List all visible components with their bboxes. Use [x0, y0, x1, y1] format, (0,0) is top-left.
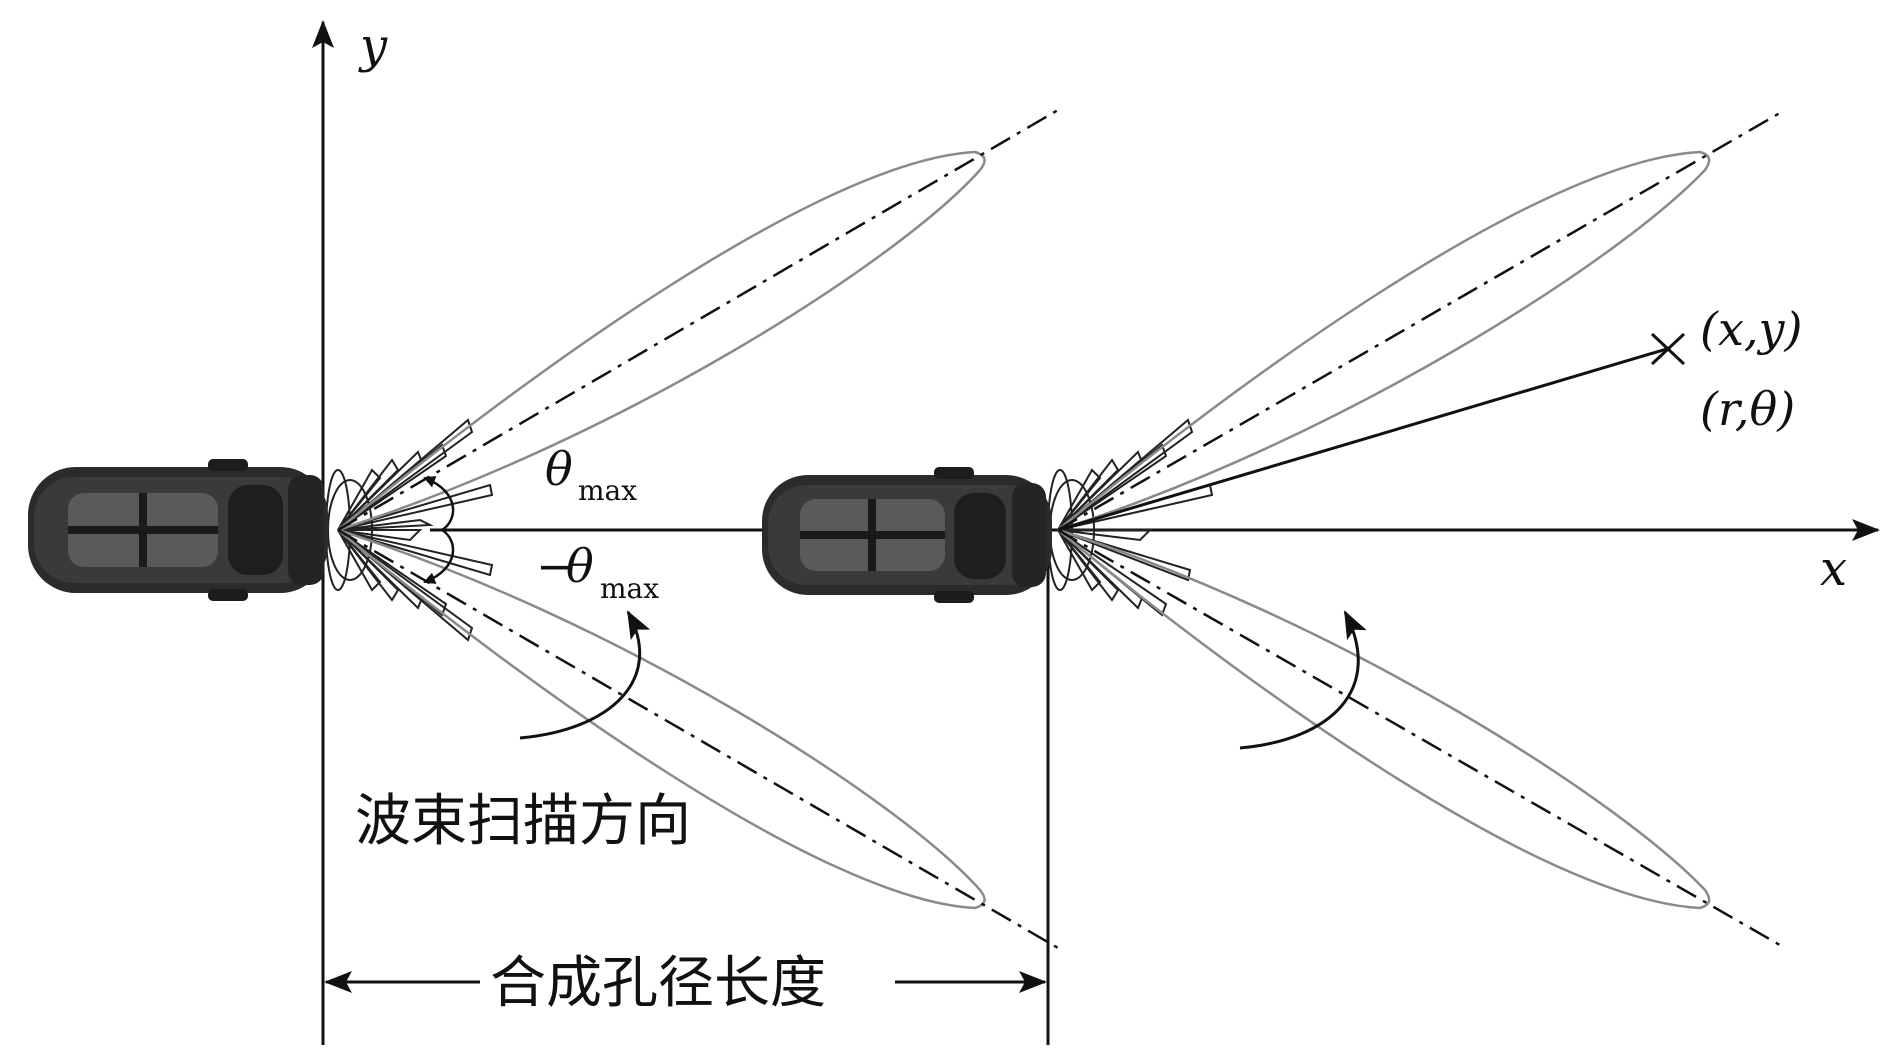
- main-lobe-upper-right: [1057, 150, 1711, 532]
- main-lobe-lower-left: [337, 528, 986, 910]
- synthetic-aperture-label: 合成孔径长度: [490, 951, 826, 1016]
- theta-max-label: θ max: [545, 442, 637, 507]
- beam-axis-upper-left: [337, 108, 1059, 532]
- neg-theta-symbol: θ: [566, 539, 594, 593]
- theta-max-arc-lower: [423, 528, 455, 584]
- theta-max-arc-upper: [423, 476, 455, 532]
- scan-direction-arrow-left: [519, 610, 651, 740]
- beam-pattern-left: [325, 108, 1059, 950]
- beam-axis-lower-right: [1057, 528, 1786, 950]
- scan-direction-arrow-right: [1239, 610, 1367, 750]
- beam-axis-upper-right: [1057, 108, 1786, 532]
- target-range-line: [1057, 346, 1671, 532]
- target-cross-icon: [1650, 332, 1686, 366]
- theta-max-subscript: max: [578, 474, 637, 507]
- neg-theta-max-subscript: max: [600, 572, 659, 605]
- y-axis-label: y: [358, 18, 388, 74]
- scan-direction-label: 波束扫描方向: [355, 789, 691, 854]
- axes: y x: [312, 18, 1880, 1045]
- target-xy-label: (x,y): [1700, 302, 1802, 356]
- neg-sign: −: [536, 539, 575, 593]
- car-icon: [762, 467, 1052, 603]
- theta-symbol: θ: [545, 442, 573, 496]
- target-rtheta-label: (r,θ): [1700, 382, 1795, 436]
- synthetic-aperture-dimension: 合成孔径长度: [324, 951, 1047, 1016]
- main-lobe-upper-left: [337, 150, 986, 532]
- neg-theta-max-label: − θ max: [536, 539, 659, 605]
- main-lobe-lower-right: [1057, 528, 1711, 910]
- x-axis-label: x: [1820, 541, 1847, 597]
- beam-pattern-right: [1047, 108, 1786, 950]
- car-icon: [28, 459, 328, 601]
- beam-axis-lower-left: [337, 528, 1059, 950]
